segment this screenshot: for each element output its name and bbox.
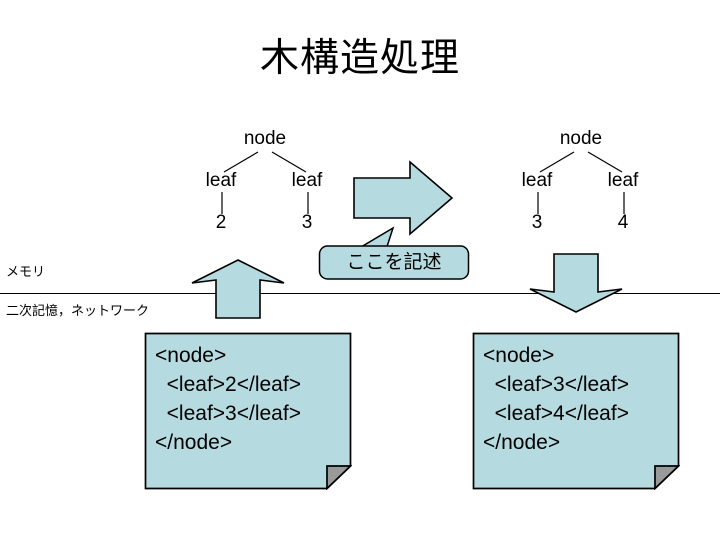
result-tree-edges xyxy=(537,151,625,214)
result-tree-leaf-right-label: leaf xyxy=(607,170,639,191)
input-xml-code: <node> <leaf>2</leaf> <leaf>3</leaf> </n… xyxy=(155,344,301,454)
transform-arrow-icon xyxy=(352,160,454,236)
output-document-shape xyxy=(472,332,680,490)
page-title: 木構造処理 xyxy=(259,36,460,81)
source-tree-leaf-left-label: leaf xyxy=(205,170,237,191)
memory-storage-divider xyxy=(0,293,720,294)
save-arrow-icon xyxy=(528,252,624,314)
load-arrow-icon xyxy=(190,258,286,320)
source-tree-root-label: node xyxy=(243,128,287,149)
output-xml-code: <node> <leaf>3</leaf> <leaf>4</leaf> </n… xyxy=(483,344,629,454)
source-tree: node leaf leaf 2 3 xyxy=(170,126,360,256)
result-tree: node leaf leaf 3 4 xyxy=(486,126,676,256)
result-tree-value-left: 3 xyxy=(531,212,543,233)
source-tree-value-left: 2 xyxy=(215,212,227,233)
result-tree-root-label: node xyxy=(559,128,603,149)
input-xml-document: <node> <leaf>2</leaf> <leaf>3</leaf> </n… xyxy=(144,332,352,490)
callout-label: ここを記述 xyxy=(346,251,442,273)
result-tree-leaf-left-label: leaf xyxy=(521,170,553,191)
result-tree-value-right: 4 xyxy=(617,212,629,233)
output-xml-document: <node> <leaf>3</leaf> <leaf>4</leaf> </n… xyxy=(472,332,680,490)
source-tree-leaf-right-label: leaf xyxy=(291,170,323,191)
source-tree-value-right: 3 xyxy=(301,212,313,233)
storage-layer-label: 二次記憶，ネットワーク xyxy=(6,304,150,319)
source-tree-edges xyxy=(221,151,309,214)
callout-bubble-shape xyxy=(318,226,470,280)
annotation-callout: ここを記述 xyxy=(318,226,470,280)
input-document-shape xyxy=(144,332,352,490)
memory-layer-label: メモリ xyxy=(6,265,46,280)
